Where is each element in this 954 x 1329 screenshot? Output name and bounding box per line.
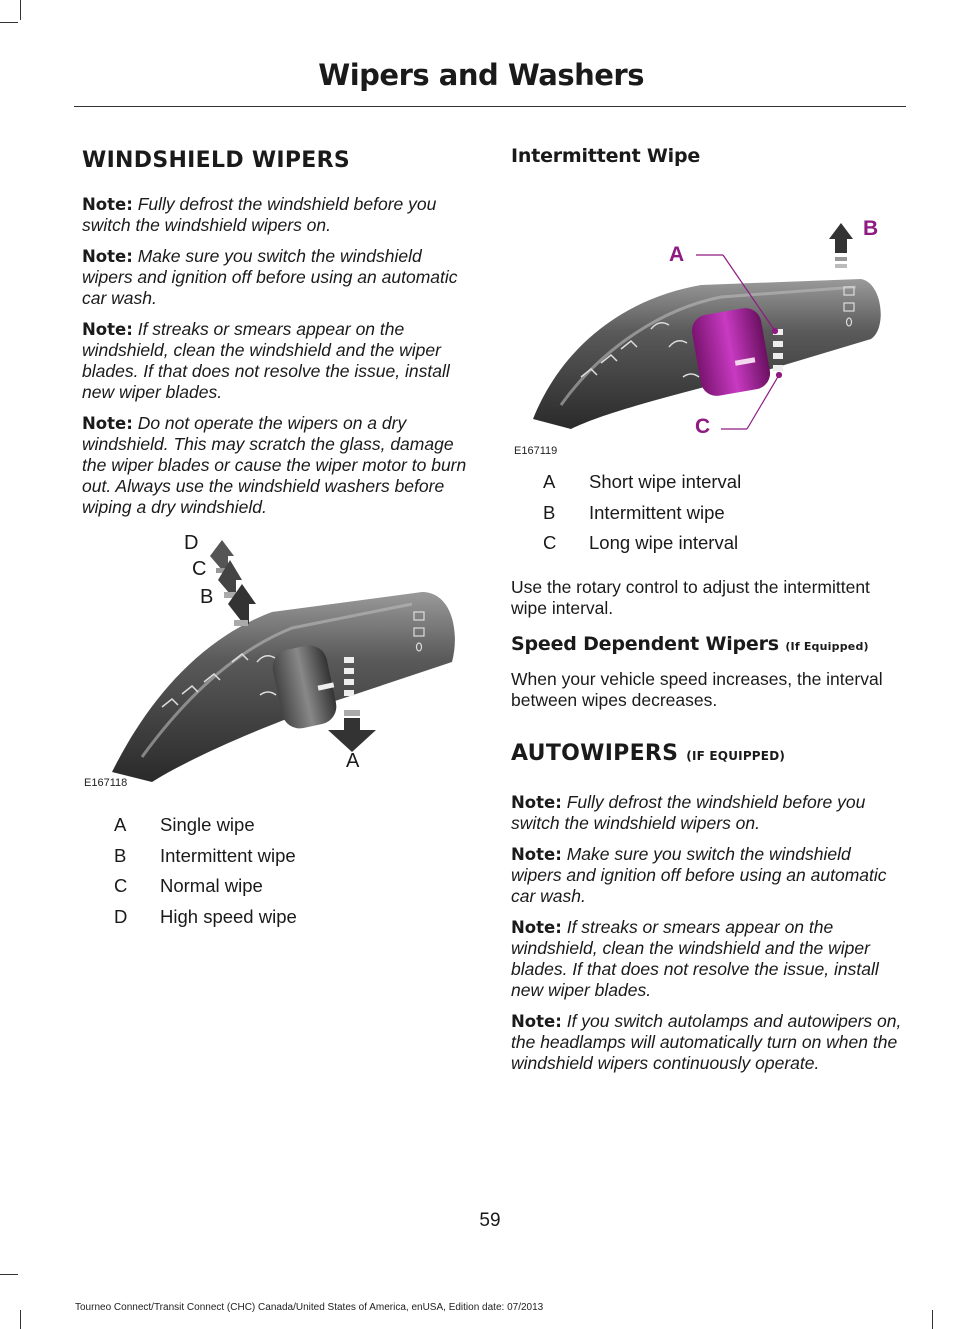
note-label: Note: [511,1011,562,1031]
note-text: Do not operate the wipers on a dry winds… [82,413,467,517]
ring-indicator [734,357,756,366]
if-equipped-tag: (If Equipped) [785,639,869,653]
note-paragraph: Note: Make sure you switch the windshiel… [511,844,903,907]
callout-a: A [346,750,360,772]
callout-b: B [200,586,214,608]
ring-indicator [317,682,335,691]
callout-a: A [669,243,685,266]
speed-heading-text: Speed Dependent Wipers [511,632,779,655]
note-paragraph: Note: Make sure you switch the windshiel… [82,246,474,309]
legend-key: A [543,471,556,493]
legend-key: B [114,844,127,866]
note-text: Make sure you switch the windshield wipe… [82,246,458,308]
figure-code: E167118 [84,777,128,789]
crop-mark [20,0,21,20]
legend-item: B Intermittent wipe [503,498,903,529]
legend-item: C Long wipe interval [503,528,903,559]
title-divider [74,106,906,107]
page-number: 59 [479,1210,501,1231]
crop-mark [0,1274,18,1275]
section-heading-autowipers: AUTOWIPERS (IF EQUIPPED) [511,741,903,766]
note-paragraph: Note: Fully defrost the windshield befor… [82,194,474,236]
wiper-stalk-illustration: E167118 D C B A [82,532,474,792]
section-heading-windshield-wipers: WINDSHIELD WIPERS [82,148,351,173]
arrow-up-b [228,584,256,626]
end-cap-symbols [843,286,855,327]
callout-c: C [695,415,711,438]
note-paragraph: Note: If you switch autolamps and autowi… [511,1011,903,1074]
legend-value: Single wipe [160,814,255,836]
legend-key: C [114,875,128,897]
note-paragraph: Note: If streaks or smears appear on the… [82,319,474,403]
note-text: If streaks or smears appear on the winds… [511,916,879,1000]
note-paragraph: Note: Do not operate the wipers on a dry… [82,413,474,518]
wiper-stalk-drawing [112,540,455,782]
rotary-stalk-drawing [533,223,881,430]
rotary-ring [691,308,771,396]
note-label: Note: [511,792,562,812]
note-paragraph: Note: Fully defrost the windshield befor… [511,792,903,834]
note-label: Note: [511,844,562,864]
rotary-ring [272,645,337,729]
legend-value: Short wipe interval [589,471,742,493]
legend-value: Intermittent wipe [160,844,296,866]
arrow-up-b [829,223,853,268]
callout-d: D [184,532,199,554]
crop-mark [0,22,18,23]
legend-item: D High speed wipe [74,902,474,933]
note-paragraph: Note: If streaks or smears appear on the… [511,917,903,1001]
wiper-symbols [580,322,700,378]
legend-key: B [543,501,556,523]
note-label: Note: [82,247,133,266]
note-label: Note: [511,917,562,937]
legend-item: B Intermittent wipe [74,841,474,872]
callout-leaders [696,254,783,430]
legend-item: C Normal wipe [74,871,474,902]
note-label: Note: [82,195,133,214]
subheading-intermittent-wipe: Intermittent Wipe [511,145,701,167]
note-text: Make sure you switch the windshield wipe… [511,843,887,906]
note-text: If streaks or smears appear on the winds… [82,319,450,402]
left-column: WINDSHIELD WIPERS Note: Fully defrost th… [82,145,474,932]
crop-mark [932,1310,933,1329]
note-text: Fully defrost the windshield before you … [82,194,437,235]
step-marks [773,329,783,371]
callout-b: B [863,217,879,240]
page-title: Wipers and Washers [318,58,644,92]
note-text: Fully defrost the windshield before you … [511,791,866,833]
legend-key: C [543,532,557,554]
edition-footer: Tourneo Connect/Transit Connect (CHC) Ca… [75,1302,544,1313]
arrow-up-c [218,560,242,598]
wiper-symbols [161,652,277,708]
speed-dependent-text: When your vehicle speed increases, the i… [511,668,883,710]
legend-item: A Single wipe [74,810,474,841]
if-equipped-tag: (IF EQUIPPED) [686,748,786,763]
legend-list: A Single wipe B Intermittent wipe C Normal … [74,810,474,932]
rotary-instruction: Use the rotary control to adjust the int… [511,576,870,618]
legend-value: Normal wipe [160,875,263,897]
stalk-highlight [140,602,413,758]
legend-value: Long wipe interval [589,532,739,554]
legend-item: A Short wipe interval [503,467,903,498]
stalk-highlight [559,285,857,406]
callout-c: C [192,558,207,580]
legend-value: Intermittent wipe [589,501,725,523]
end-cap-symbols [413,611,425,652]
legend-value: High speed wipe [160,905,297,927]
legend-key: D [114,905,128,927]
note-label: Note: [82,414,133,433]
crop-mark [20,1310,21,1329]
subheading-speed-dependent-wipers: Speed Dependent Wipers (If Equipped) [511,633,903,655]
arrow-down-a [328,710,376,752]
note-label: Note: [82,320,133,339]
note-text: If you switch autolamps and autowipers o… [511,1010,902,1073]
legend-key: A [114,814,127,836]
step-marks [344,657,354,696]
autowipers-heading-text: AUTOWIPERS [511,740,679,766]
right-column: Intermittent Wipe [511,145,903,1074]
figure-code: E167119 [514,445,558,457]
rotary-control-illustration: E167119 A B C [511,179,903,457]
